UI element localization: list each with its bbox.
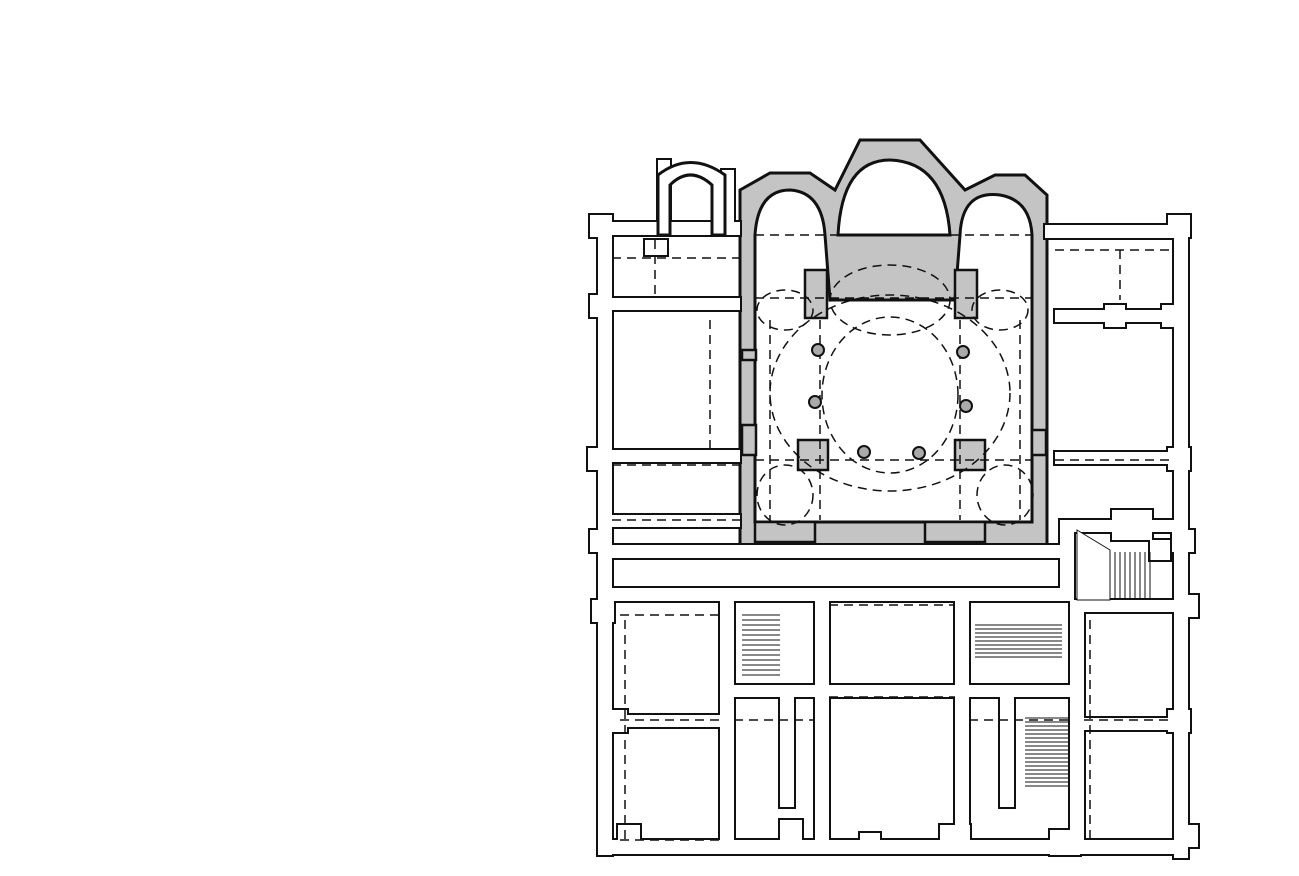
wall-fill — [588, 448, 610, 470]
wall-fill — [1070, 600, 1084, 840]
wall-fill — [592, 600, 614, 622]
dome-outline — [976, 464, 1034, 526]
wall-fill — [1055, 452, 1175, 464]
wall-fill — [1172, 530, 1194, 552]
wall-fill — [612, 588, 1072, 601]
wall-fill — [780, 820, 802, 850]
wall-fill — [1176, 595, 1198, 617]
column — [808, 395, 822, 409]
wall-fill — [1050, 830, 1080, 855]
wall-fill — [645, 240, 667, 255]
wall-fill — [612, 545, 1072, 558]
wall-fill — [955, 600, 969, 840]
wall-fill — [1000, 697, 1014, 807]
wall-fill — [969, 685, 1070, 697]
staircases — [742, 529, 1151, 787]
wall-fill — [590, 215, 612, 237]
wall-fill — [612, 515, 740, 527]
wall-fill — [612, 715, 720, 727]
wall-fill — [829, 685, 955, 697]
church-pier — [753, 520, 817, 544]
dome-outline — [756, 289, 814, 331]
church-pier — [953, 268, 979, 320]
column — [959, 399, 973, 413]
wall-fill — [1060, 520, 1074, 600]
wall-fill — [590, 295, 612, 317]
wall-fill — [1045, 225, 1180, 238]
wall-fill — [605, 710, 627, 732]
wall-fill — [612, 450, 740, 462]
wall-fill — [612, 298, 740, 310]
wall-fill — [590, 530, 612, 552]
wall-fill — [612, 840, 1188, 854]
wall-fill — [815, 600, 829, 840]
wall-fill — [1112, 510, 1152, 540]
church-pier — [796, 438, 830, 472]
column — [956, 345, 970, 359]
wall-fill — [1074, 600, 1188, 612]
dome-outline — [769, 294, 1011, 492]
column — [912, 446, 926, 460]
wall-fill — [1150, 540, 1170, 560]
column — [811, 343, 825, 357]
column — [857, 445, 871, 459]
inner-dome — [821, 316, 959, 474]
main-apse — [836, 158, 952, 237]
wall-fill — [1176, 825, 1198, 847]
church-pier — [923, 520, 987, 544]
dome-outline — [829, 264, 951, 336]
wall-fill — [940, 825, 970, 850]
church-pier — [1030, 428, 1048, 457]
wall-fill — [720, 600, 734, 840]
church-walls — [738, 138, 1049, 547]
wall-fill — [734, 685, 815, 697]
dome-outline — [971, 289, 1029, 331]
church-pier — [740, 348, 758, 362]
wall-fill — [1084, 718, 1174, 730]
wall-fill — [1168, 710, 1190, 732]
church-pier — [803, 268, 829, 320]
wall-fill — [1168, 448, 1190, 470]
wall-fill — [1168, 215, 1190, 237]
wall-fill — [618, 825, 640, 847]
church-pier — [740, 423, 758, 457]
columns — [808, 343, 973, 460]
wall-fill — [780, 697, 794, 807]
wall-fill — [860, 833, 880, 853]
wall-fill — [1105, 305, 1125, 327]
building-walls — [586, 158, 1200, 860]
side-apse — [656, 161, 727, 237]
dome-outline — [756, 464, 814, 526]
stair — [1076, 529, 1111, 601]
wall-fill — [1162, 305, 1184, 327]
